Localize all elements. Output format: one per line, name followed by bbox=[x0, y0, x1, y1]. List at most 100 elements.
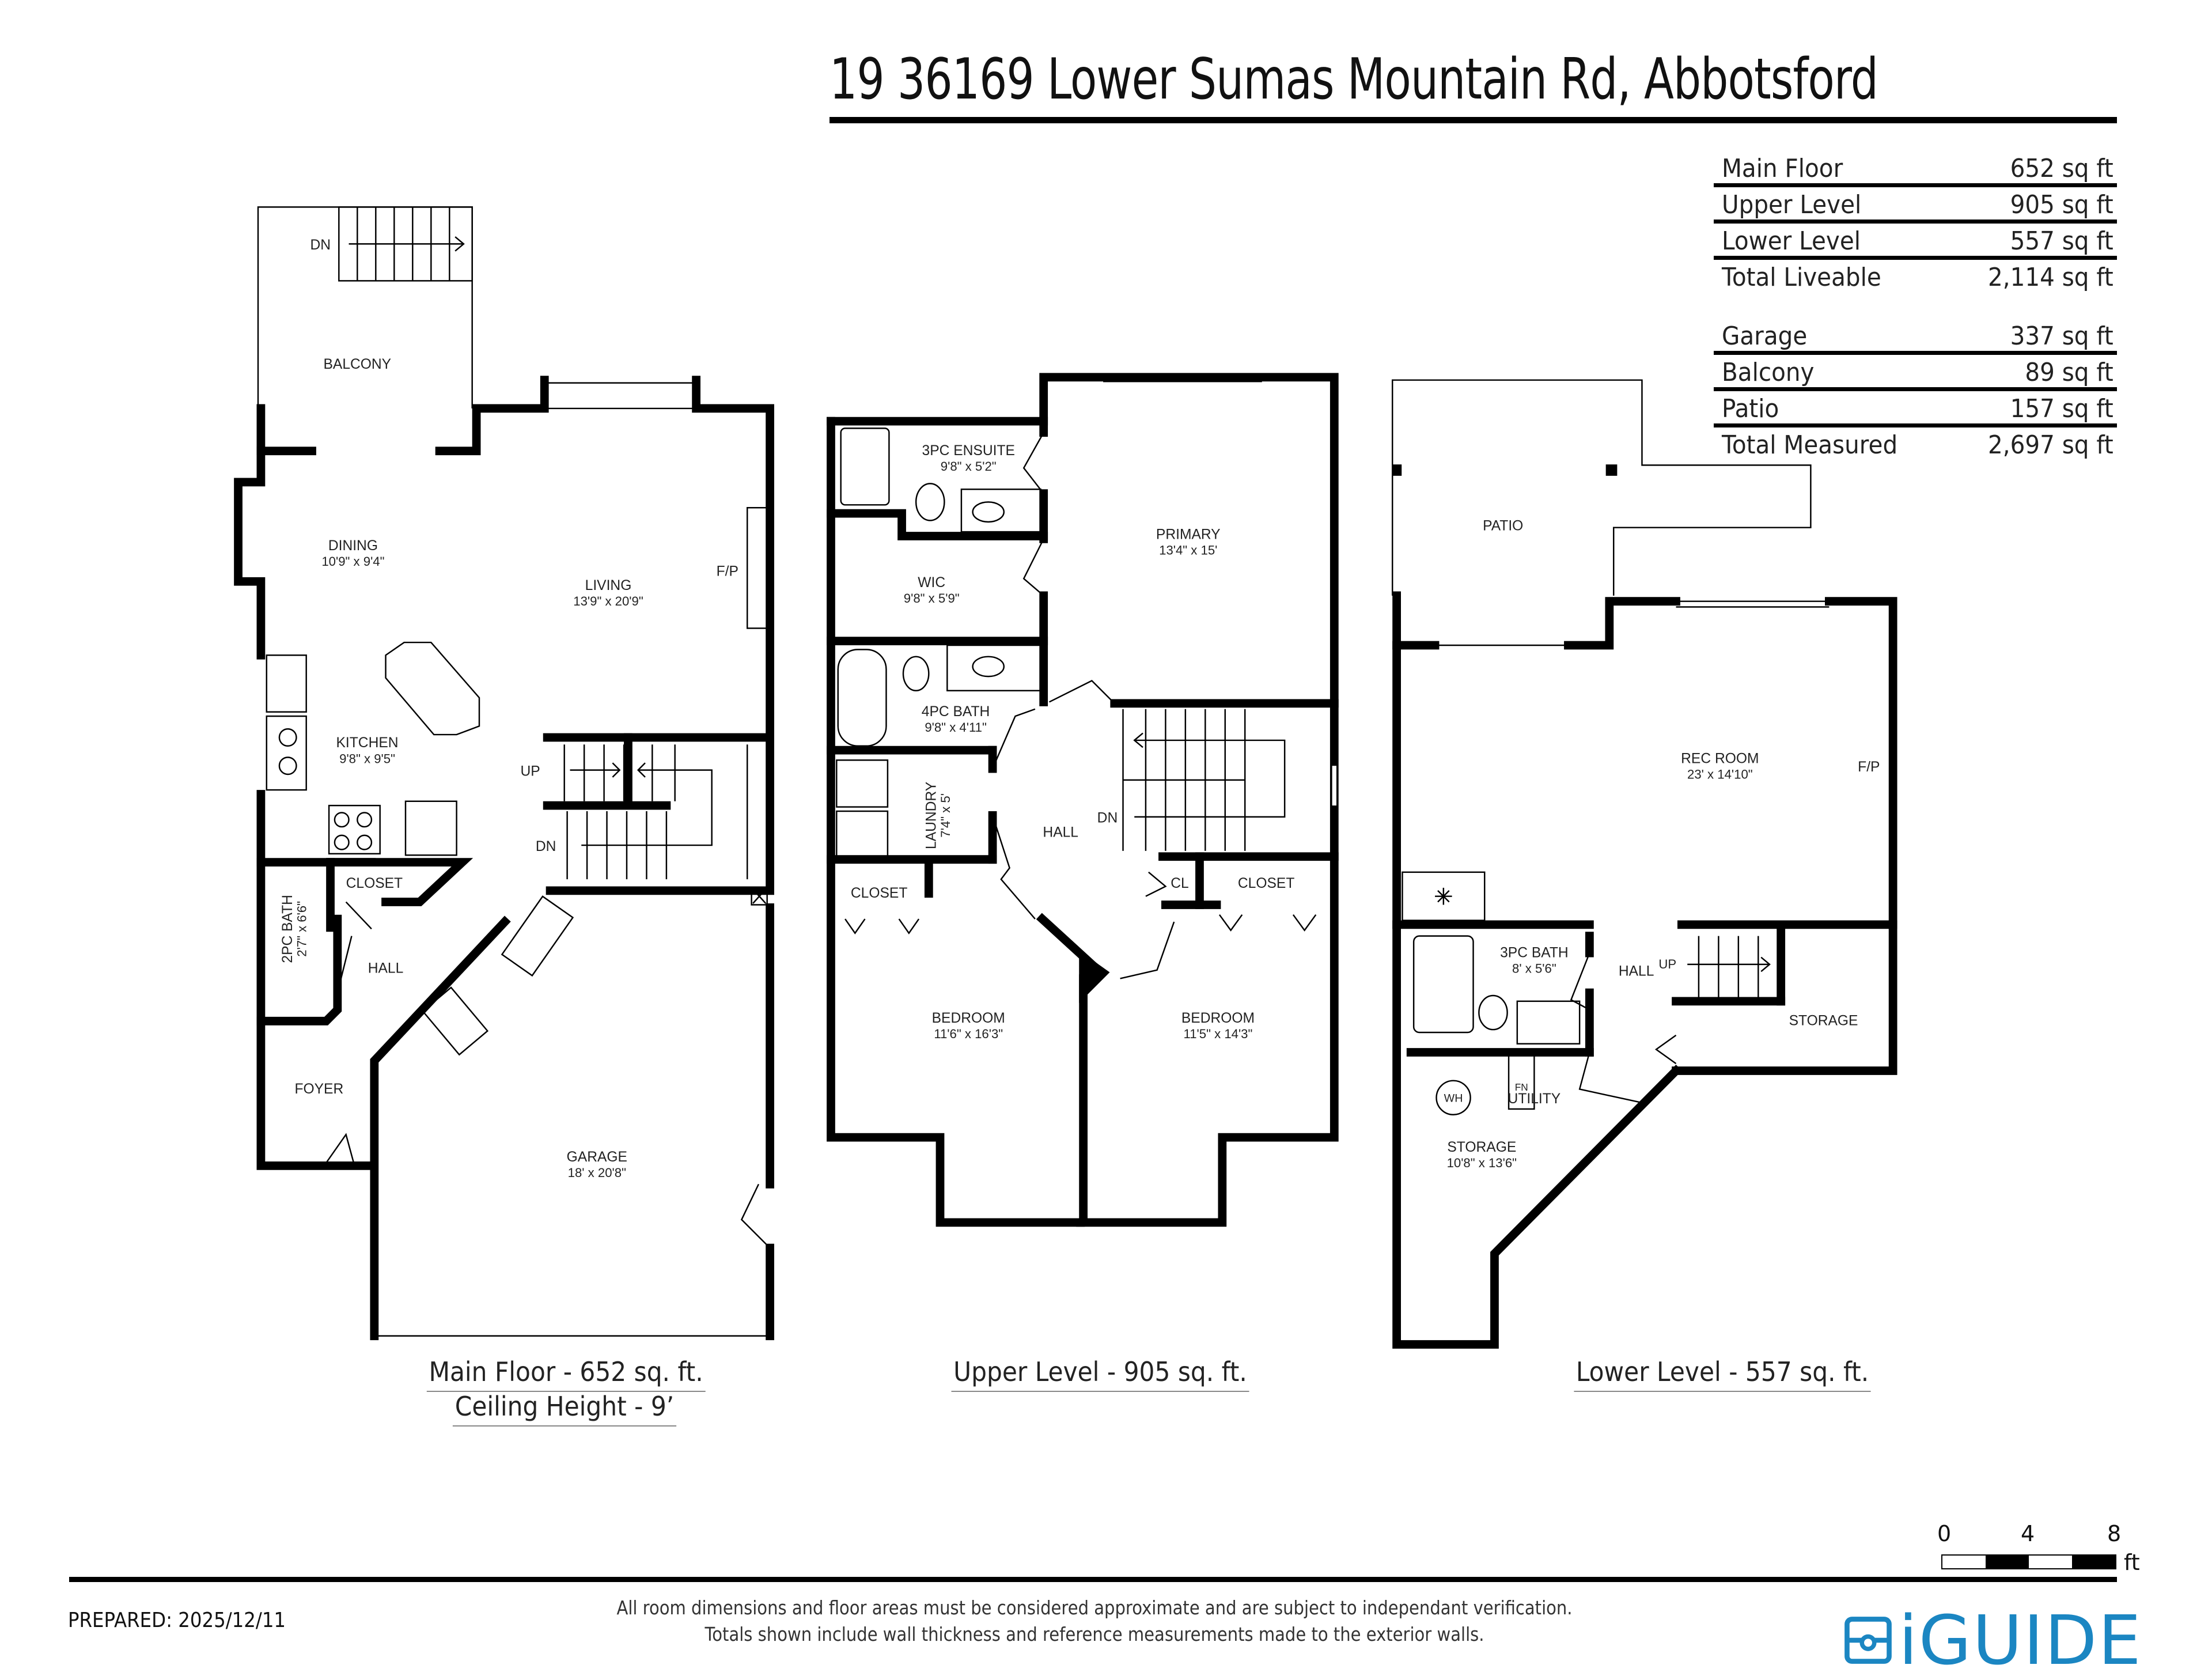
area-label: Patio bbox=[1722, 394, 1779, 423]
room-label-balcony: BALCONY bbox=[323, 357, 391, 372]
area-row-upper-level: Upper Level 905 sq ft bbox=[1714, 187, 2117, 224]
title-underline bbox=[830, 117, 2117, 123]
room-dims-3pc-bath: 8' x 5'6" bbox=[1512, 962, 1556, 976]
lower-level-fixtures bbox=[1402, 600, 1830, 1115]
scale-bar: 0 4 8 ft bbox=[1937, 1521, 2146, 1575]
area-label: Main Floor bbox=[1722, 154, 1843, 183]
room-label-storage: STORAGE bbox=[1447, 1140, 1516, 1155]
lower-level-caption: Lower Level - 557 sq. ft. bbox=[1558, 1355, 1887, 1392]
room-dims-rec-room: 23' x 14'10" bbox=[1687, 767, 1753, 781]
room-label-kitchen: KITCHEN bbox=[336, 735, 399, 751]
room-label-laundry: LAUNDRY bbox=[924, 782, 940, 849]
stair-label-lower-up: UP bbox=[1658, 957, 1676, 971]
ac-unit-icon bbox=[1435, 887, 1452, 905]
balcony-area bbox=[257, 206, 473, 408]
room-dims-bedroom-left: 11'6" x 16'3" bbox=[934, 1027, 1003, 1041]
room-label-primary: PRIMARY bbox=[1156, 527, 1221, 542]
area-value: 337 sq ft bbox=[2010, 321, 2113, 351]
room-label-living: LIVING bbox=[585, 578, 632, 593]
room-label-closet-main: CLOSET bbox=[346, 876, 403, 891]
room-dims-kitchen: 9'8" x 9'5" bbox=[339, 751, 395, 766]
scale-tick-0: 0 bbox=[1937, 1521, 1952, 1546]
room-dims-dining: 10'9" x 9'4" bbox=[321, 554, 384, 569]
upper-level-caption-text: Upper Level - 905 sq. ft. bbox=[951, 1355, 1249, 1392]
lower-level-plan bbox=[1392, 379, 1897, 1349]
main-floor-walls bbox=[234, 376, 774, 1341]
water-heater-label: WH bbox=[1444, 1092, 1463, 1105]
area-value: 157 sq ft bbox=[2010, 394, 2113, 423]
room-label-bedroom-left: BEDROOM bbox=[932, 1011, 1005, 1026]
room-label-hall-lower: HALL bbox=[1619, 964, 1654, 979]
main-floor-ceiling-caption: Ceiling Height - 9’ bbox=[427, 1390, 702, 1427]
room-label-closet-left: CLOSET bbox=[851, 886, 907, 901]
room-label-rec-room: REC ROOM bbox=[1681, 751, 1759, 766]
room-label-bedroom-right: BEDROOM bbox=[1181, 1011, 1255, 1026]
room-dims-storage: 10'8" x 13'6" bbox=[1447, 1156, 1517, 1170]
room-label-garage: GARAGE bbox=[567, 1149, 627, 1165]
main-floor-caption-text: Main Floor - 652 sq. ft. bbox=[426, 1355, 706, 1392]
area-value: 2,697 sq ft bbox=[1988, 430, 2113, 460]
stair-label-upper-dn: DN bbox=[1097, 811, 1118, 826]
upper-stairs bbox=[1122, 709, 1336, 851]
room-label-dining: DINING bbox=[328, 538, 378, 554]
main-floor-caption: Main Floor - 652 sq. ft. bbox=[426, 1355, 706, 1392]
area-row-main-floor: Main Floor 652 sq ft bbox=[1714, 151, 2117, 187]
ceiling-height-text: Ceiling Height - 9’ bbox=[453, 1390, 676, 1427]
upper-level-fixtures bbox=[836, 376, 1336, 1224]
room-dims-4pc-bath: 9'8" x 4'11" bbox=[925, 720, 986, 735]
disclaimer-line-2: Totals shown include wall thickness and … bbox=[704, 1623, 1484, 1645]
area-label: Upper Level bbox=[1722, 190, 1862, 220]
iguide-camera-icon bbox=[1844, 1617, 1892, 1664]
room-label-foyer: FOYER bbox=[294, 1081, 343, 1097]
room-label-wic: WIC bbox=[918, 575, 945, 591]
area-label: Total Liveable bbox=[1722, 263, 1881, 292]
area-value: 652 sq ft bbox=[2010, 154, 2113, 183]
room-label-hall-upper: HALL bbox=[1043, 824, 1078, 840]
furnace-label: FN bbox=[1515, 1081, 1528, 1093]
stair-label-main-up: UP bbox=[521, 763, 540, 779]
room-dims-primary: 13'4" x 15' bbox=[1159, 543, 1217, 557]
room-label-3pc-bath: 3PC BATH bbox=[1500, 945, 1569, 961]
area-row-total-measured: Total Measured 2,697 sq ft bbox=[1714, 427, 2117, 460]
lower-level-caption-text: Lower Level - 557 sq. ft. bbox=[1574, 1355, 1871, 1392]
area-row-lower-level: Lower Level 557 sq ft bbox=[1714, 224, 2117, 260]
lower-stairs bbox=[1687, 936, 1771, 997]
disclaimer-line-1: All room dimensions and floor areas must… bbox=[616, 1596, 1573, 1619]
area-label: Balcony bbox=[1722, 358, 1815, 387]
area-row-balcony: Balcony 89 sq ft bbox=[1714, 355, 2117, 391]
area-value: 557 sq ft bbox=[2010, 226, 2113, 256]
area-value: 89 sq ft bbox=[2025, 358, 2113, 387]
lower-level-walls bbox=[1392, 591, 1897, 1349]
room-label-utility: UTILITY bbox=[1508, 1091, 1561, 1107]
scale-tick-4: 4 bbox=[2021, 1521, 2035, 1546]
area-row-patio: Patio 157 sq ft bbox=[1714, 391, 2117, 427]
area-value: 2,114 sq ft bbox=[1988, 263, 2113, 292]
room-dims-laundry: 7'4" x 5' bbox=[938, 793, 953, 838]
upper-level-plan bbox=[827, 373, 1339, 1227]
area-row-total-liveable: Total Liveable 2,114 sq ft bbox=[1714, 260, 2117, 292]
fireplace-label-main: F/P bbox=[717, 563, 738, 579]
room-label-2pc-bath: 2PC BATH bbox=[280, 895, 296, 963]
patio-area bbox=[1392, 379, 1812, 596]
area-label: Total Measured bbox=[1722, 430, 1898, 460]
area-value: 905 sq ft bbox=[2010, 190, 2113, 220]
stair-label-main-dn: DN bbox=[536, 839, 556, 854]
room-dims-bedroom-right: 11'5" x 14'3" bbox=[1184, 1027, 1253, 1041]
fireplace-label-lower: F/P bbox=[1858, 759, 1880, 775]
scale-unit: ft bbox=[2124, 1550, 2140, 1575]
iguide-logo: iGUIDE bbox=[1843, 1600, 2142, 1680]
main-floor-fixtures bbox=[266, 382, 771, 1337]
room-label-patio: PATIO bbox=[1483, 519, 1523, 534]
iguide-brand-text: iGUIDE bbox=[1899, 1600, 2142, 1680]
room-dims-living: 13'9" x 20'9" bbox=[573, 594, 643, 608]
property-address-title: 19 36169 Lower Sumas Mountain Rd, Abbots… bbox=[830, 47, 1878, 112]
area-row-garage: Garage 337 sq ft bbox=[1714, 319, 2117, 355]
area-label: Lower Level bbox=[1722, 226, 1861, 256]
main-stairs bbox=[563, 744, 748, 880]
area-label: Garage bbox=[1722, 321, 1808, 351]
room-label-ensuite: 3PC ENSUITE bbox=[922, 443, 1015, 459]
scale-bar-graphic bbox=[1941, 1554, 2116, 1569]
stair-label-balcony-dn: DN bbox=[310, 237, 331, 253]
upper-level-caption: Upper Level - 905 sq. ft. bbox=[936, 1355, 1264, 1392]
